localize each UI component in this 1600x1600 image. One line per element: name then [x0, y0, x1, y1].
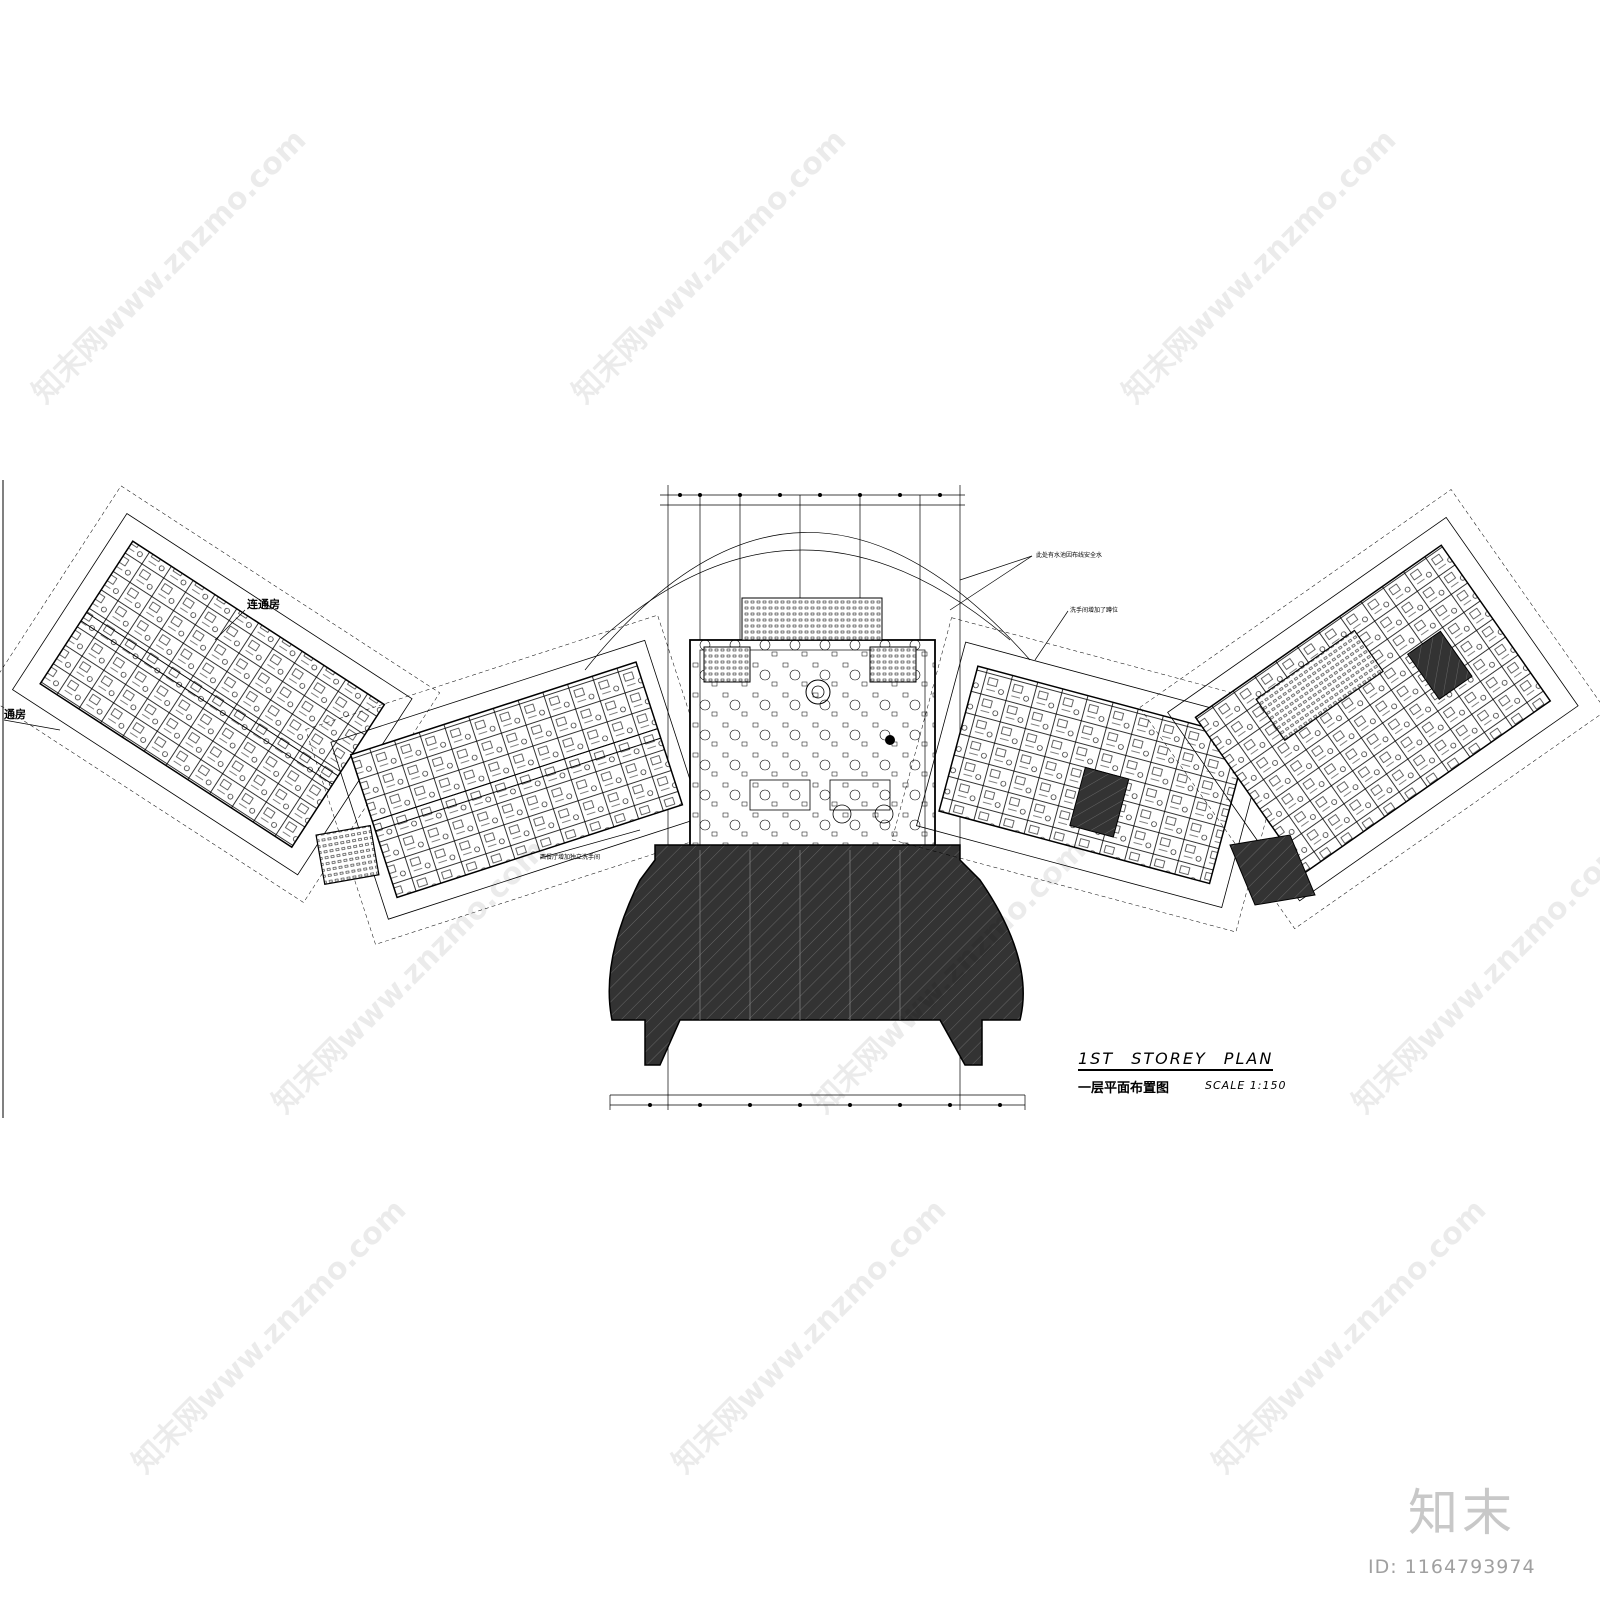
right-outer-wing [1139, 489, 1600, 930]
drawing-title-en: 1ST STOREY PLAN [1078, 1049, 1274, 1071]
annotation-note: 洗手间增加了蹲位 [1070, 607, 1119, 614]
right-hatch-block [1229, 834, 1316, 906]
left-outer-wing [0, 485, 441, 903]
note-leaders [3, 555, 1069, 859]
left-stair-block [315, 824, 380, 886]
connecting-room-label: 连通房 [247, 598, 280, 611]
right-inner-wing [891, 617, 1296, 933]
brand-logo: 知末 [1408, 1484, 1516, 1542]
entrance-canopy-hatched [608, 844, 1024, 1066]
annotation-note: 此处有水池因布线安全水 [1036, 552, 1103, 559]
annotation-note: 西餐厅增加独立洗手间 [540, 854, 601, 861]
connecting-room-label: 通房 [4, 708, 26, 721]
drawing-title-cn: 一层平面布置图 [1078, 1081, 1170, 1096]
drawing-scale: SCALE 1:150 [1205, 1079, 1287, 1092]
grid-axis-markers [648, 493, 1002, 1107]
image-id-label: ID: 1164793974 [1368, 1556, 1536, 1578]
canopy-grid [699, 850, 901, 1020]
